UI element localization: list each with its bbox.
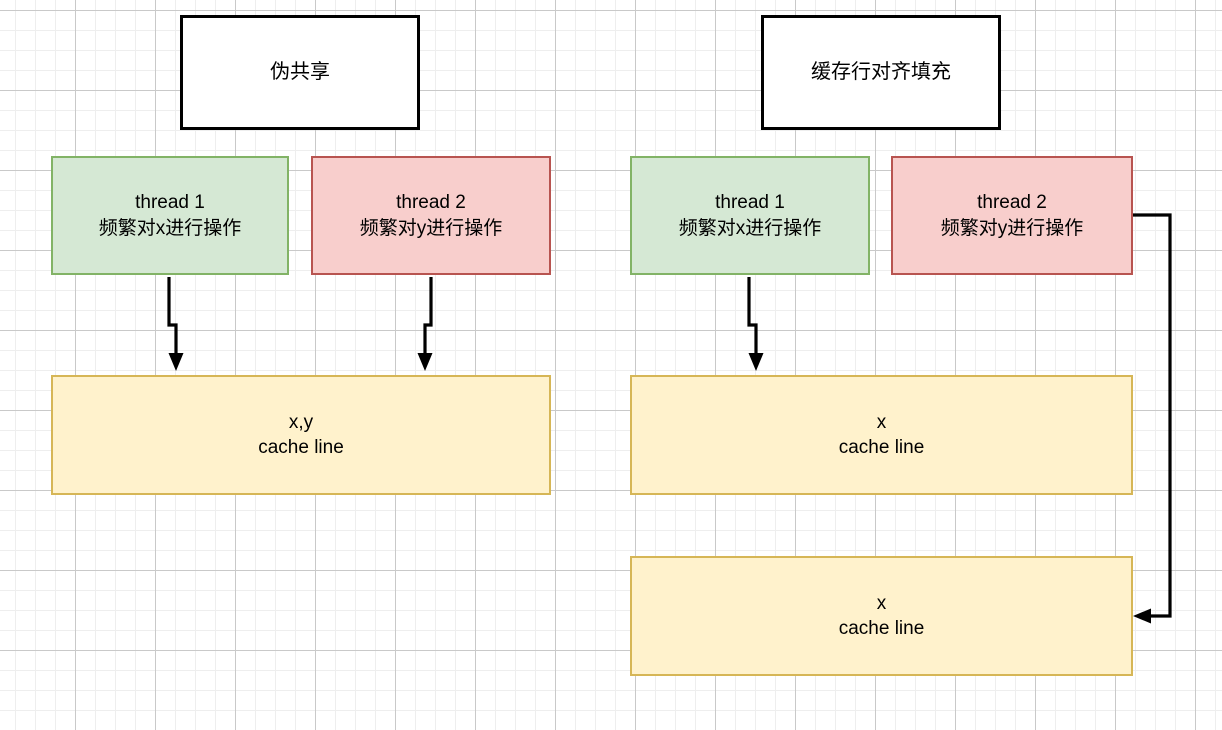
left-thread-1-name: thread 1 (135, 192, 205, 214)
left-cacheline-vars: x,y (288, 411, 314, 433)
left-thread-2-desc: 频繁对y进行操作 (359, 217, 503, 239)
edge-left-thread1-to-cacheline (167, 277, 184, 371)
right-thread-2-desc: 频繁对y进行操作 (940, 217, 1084, 239)
right-thread-1-box[interactable]: thread 1 频繁对x进行操作 (630, 156, 870, 275)
right-panel-title-text: 缓存行对齐填充 (811, 61, 951, 84)
left-cacheline-label: cache line (258, 437, 344, 458)
right-cacheline-bottom-box[interactable]: x cache line (630, 556, 1133, 676)
right-panel-title-box: 缓存行对齐填充 (761, 15, 1001, 130)
right-cacheline-bottom-vars: x (876, 592, 887, 614)
left-thread-1-desc: 频繁对x进行操作 (98, 217, 242, 239)
right-thread-2-box[interactable]: thread 2 频繁对y进行操作 (891, 156, 1133, 275)
right-cacheline-top-box[interactable]: x cache line (630, 375, 1133, 495)
left-thread-1-box[interactable]: thread 1 频繁对x进行操作 (51, 156, 289, 275)
left-panel-title-box: 伪共享 (180, 15, 420, 130)
edge-right-thread2-to-cacheline-bottom (1133, 213, 1172, 624)
right-thread-1-desc: 频繁对x进行操作 (678, 217, 822, 239)
right-cacheline-top-label: cache line (838, 437, 925, 458)
edge-left-thread2-to-cacheline (417, 277, 433, 371)
left-thread-2-box[interactable]: thread 2 频繁对y进行操作 (311, 156, 551, 275)
left-thread-2-name: thread 2 (396, 192, 466, 214)
left-panel-title-text: 伪共享 (270, 61, 330, 84)
right-cacheline-bottom-label: cache line (838, 618, 925, 639)
right-cacheline-top-vars: x (876, 411, 887, 433)
right-thread-1-name: thread 1 (715, 192, 785, 214)
left-cacheline-box[interactable]: x,y cache line (51, 375, 551, 495)
edge-right-thread1-to-cacheline-top (747, 277, 764, 371)
right-thread-2-name: thread 2 (977, 192, 1047, 214)
